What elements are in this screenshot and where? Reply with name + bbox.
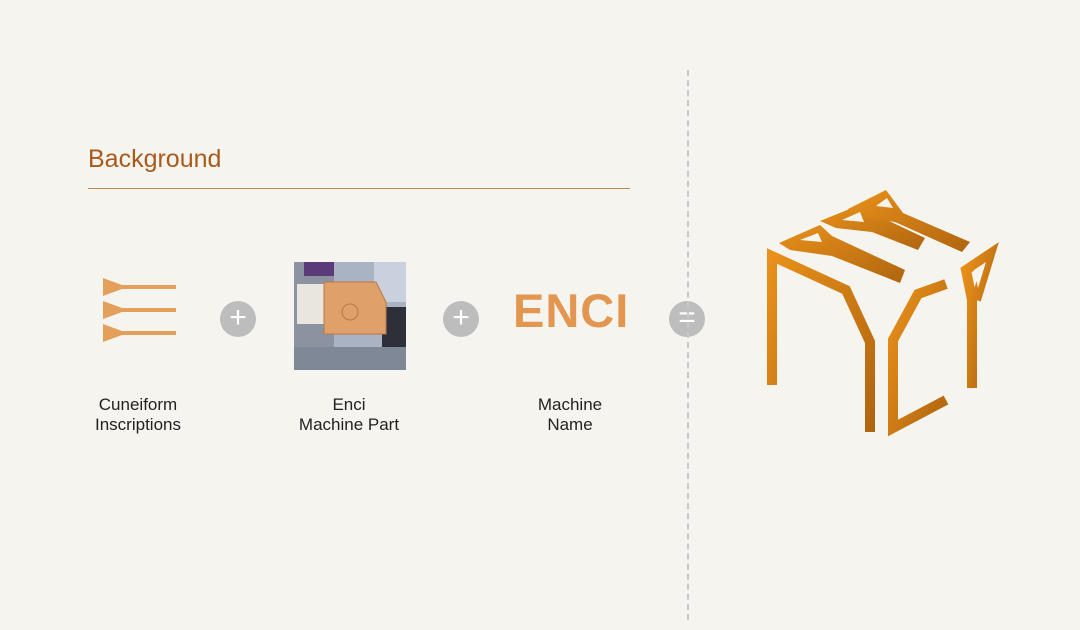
machine-part-image xyxy=(294,262,406,370)
machine-name-wordmark: ENCI xyxy=(513,284,630,337)
caption-line: Name xyxy=(547,415,593,434)
caption-line: Inscriptions xyxy=(95,415,181,434)
caption-line: Enci xyxy=(332,395,366,414)
caption-machine-part: Enci Machine Part xyxy=(269,395,429,435)
cuneiform-icon xyxy=(103,278,176,342)
caption-cuneiform: Cuneiform Inscriptions xyxy=(58,395,218,435)
dashed-divider xyxy=(687,70,689,620)
caption-line: Machine xyxy=(537,395,603,414)
caption-machine-name: Machine Name xyxy=(490,395,650,435)
plus-operator-2: + xyxy=(443,301,479,337)
caption-line: Cuneiform xyxy=(98,395,178,414)
caption-line: Machine Part xyxy=(298,415,400,434)
plus-operator-1: + xyxy=(220,301,256,337)
section-title: Background xyxy=(88,145,222,173)
title-underline xyxy=(88,188,630,189)
